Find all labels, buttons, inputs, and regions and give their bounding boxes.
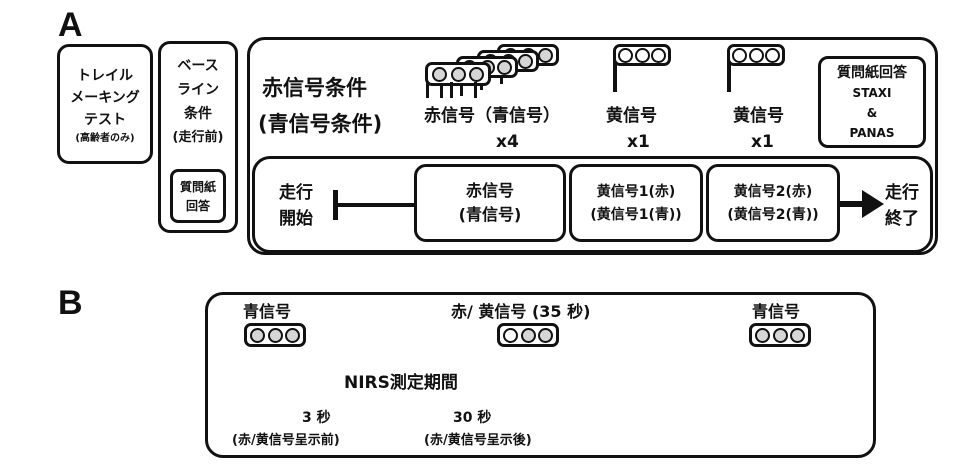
right-signal-label: 青信号 bbox=[752, 302, 801, 321]
timeline-start-line1: 走行 bbox=[279, 183, 313, 203]
condition-title-line2: (青信号条件) bbox=[258, 112, 383, 136]
timeline-red-line2: (青信号) bbox=[458, 205, 522, 224]
timeline-yellow2-box: 黄信号2(赤) (黄信号2(青)) bbox=[706, 164, 840, 242]
nirs-label: NIRS測定期間 bbox=[344, 373, 458, 393]
panel-b-letter: B bbox=[58, 284, 83, 322]
signal-yellow2-label: 黄信号 bbox=[733, 106, 784, 126]
left-signal-label: 青信号 bbox=[243, 302, 292, 321]
baseline-line2: ライン bbox=[177, 82, 219, 98]
timeline-yellow1-box: 黄信号1(赤) (黄信号1(青)) bbox=[569, 164, 703, 242]
signal-yellow1-label: 黄信号 bbox=[606, 106, 657, 126]
baseline-questionnaire-line2: 回答 bbox=[185, 199, 210, 213]
timeline-red-line1: 赤信号 bbox=[465, 181, 514, 200]
traffic-light-icon bbox=[727, 44, 785, 66]
panel-a-letter: A bbox=[58, 6, 83, 44]
baseline-questionnaire-box: 質問紙 回答 bbox=[170, 169, 226, 223]
trail-making-line1: トレイル bbox=[77, 68, 133, 84]
baseline-line1: ベース bbox=[177, 58, 219, 74]
timeline-yellow1-line1: 黄信号1(赤) bbox=[596, 184, 676, 200]
signal-yellow2-count: x1 bbox=[751, 132, 774, 152]
condition-title-line1: 赤信号条件 bbox=[262, 76, 367, 100]
signal-red-label: 赤信号（青信号） bbox=[424, 106, 560, 126]
trail-making-line3: テスト bbox=[84, 112, 126, 128]
traffic-light-icon bbox=[425, 62, 491, 86]
baseline-line3: 条件 bbox=[184, 106, 212, 122]
timeline-start-line2: 開始 bbox=[279, 209, 313, 229]
baseline-box: ベース ライン 条件 (走行前) 質問紙 回答 bbox=[158, 41, 238, 233]
traffic-light-icon bbox=[244, 323, 306, 347]
timeline-yellow2-line2: (黄信号2(青)) bbox=[727, 207, 819, 223]
timeline-start: 走行 開始 bbox=[272, 180, 320, 232]
post-label: (赤/黄信号呈示後) bbox=[424, 433, 532, 448]
traffic-light-icon bbox=[497, 323, 559, 347]
timeline-start-marker bbox=[333, 190, 338, 220]
timeline-yellow1-line2: (黄信号1(青)) bbox=[590, 207, 682, 223]
panel-b-box bbox=[205, 292, 876, 458]
trail-making-box: トレイル メーキング テスト (高齢者のみ) bbox=[57, 44, 153, 164]
baseline-questionnaire-line1: 質問紙 bbox=[179, 180, 216, 194]
questionnaire-line1: 質問紙回答 bbox=[837, 65, 907, 81]
questionnaire-line4: PANAS bbox=[849, 126, 895, 140]
signal-yellow1-count: x1 bbox=[627, 132, 650, 152]
pre-duration: 3 秒 bbox=[302, 410, 331, 426]
timeline-yellow2-line1: 黄信号2(赤) bbox=[733, 184, 813, 200]
middle-signal-label: 赤/ 黄信号 (35 秒) bbox=[451, 302, 591, 321]
traffic-light-icon bbox=[613, 44, 671, 66]
timeline-end: 走行 終了 bbox=[878, 180, 926, 232]
timeline-line bbox=[336, 203, 416, 207]
timeline-end-line1: 走行 bbox=[885, 183, 919, 203]
questionnaire-box: 質問紙回答 STAXI & PANAS bbox=[818, 56, 926, 148]
trail-making-note: (高齢者のみ) bbox=[75, 133, 135, 144]
traffic-light-icon bbox=[749, 323, 811, 347]
signal-red-count: x4 bbox=[496, 132, 519, 152]
post-duration: 30 秒 bbox=[453, 410, 492, 426]
timeline-end-line2: 終了 bbox=[885, 209, 919, 229]
baseline-line4: (走行前) bbox=[172, 130, 224, 145]
questionnaire-line3: & bbox=[866, 106, 878, 120]
pre-label: (赤/黄信号呈示前) bbox=[232, 433, 340, 448]
trail-making-line2: メーキング bbox=[70, 90, 140, 106]
questionnaire-line2: STAXI bbox=[852, 86, 892, 100]
timeline-red-box: 赤信号 (青信号) bbox=[414, 164, 566, 242]
